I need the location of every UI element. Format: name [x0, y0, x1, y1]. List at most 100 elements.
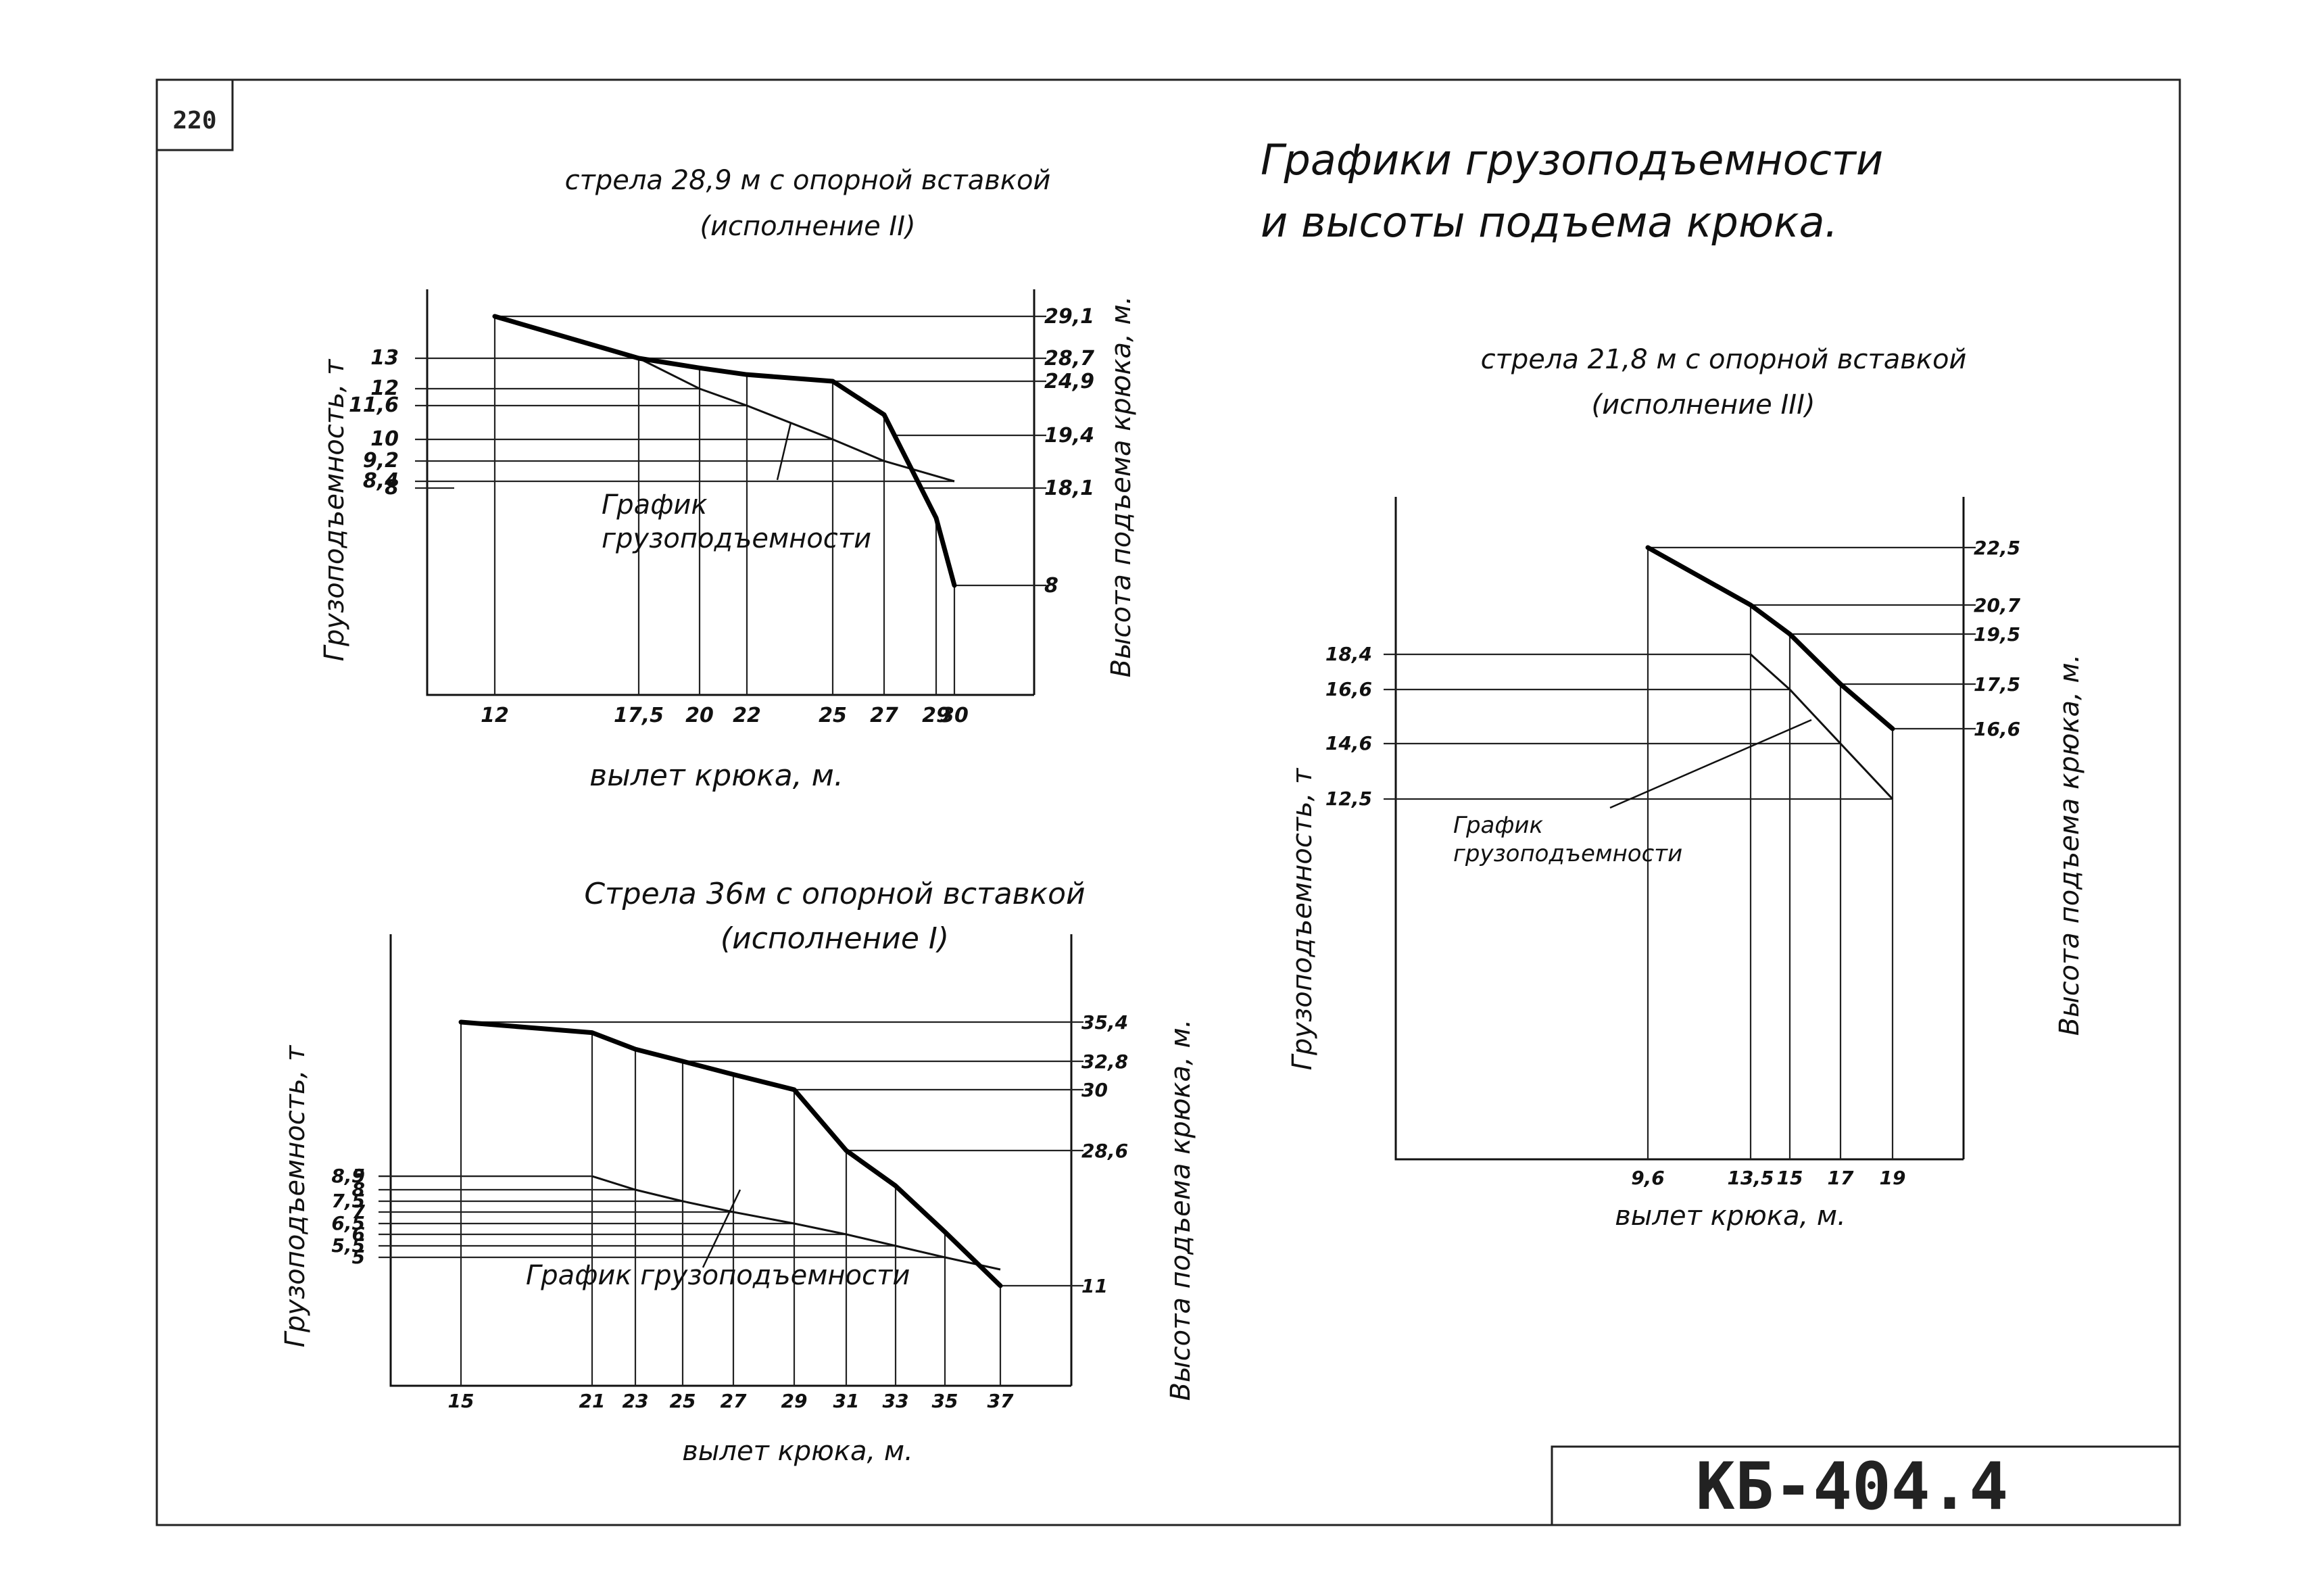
- right-tick-label: 35,4: [1081, 1011, 1128, 1034]
- left-tick-label: 5,5: [331, 1234, 365, 1257]
- right-tick-label: 20,7: [1974, 594, 2021, 616]
- capacity-curve: [638, 357, 955, 483]
- right-tick-label: 16,6: [1974, 718, 2020, 740]
- y-right-axis-label: Высота подъема крюка, м.: [2054, 654, 2085, 1036]
- x-tick-label: 29: [922, 704, 950, 727]
- right-tick-label: 18,1: [1044, 477, 1094, 500]
- x-tick-label: 17: [1828, 1167, 1854, 1189]
- y-left-axis-label: Грузоподъемность, т: [319, 358, 350, 661]
- right-tick-label: 19,4: [1044, 424, 1094, 448]
- capacity-curve: [1749, 653, 1894, 800]
- chart-annotation: грузоподъемности: [1453, 840, 1682, 867]
- height-curve: [492, 314, 957, 588]
- x-tick-label: 37: [988, 1390, 1014, 1412]
- chart-title: стрела 21,8 м с опорной вставкой: [1481, 344, 1967, 375]
- stamp-text: КБ-404.4: [1696, 1449, 2008, 1524]
- x-tick-label: 29: [781, 1390, 808, 1412]
- left-tick-label: 12: [370, 377, 399, 400]
- chart-annotation: График: [1453, 812, 1544, 839]
- annotation-leader: [1609, 719, 1812, 809]
- chart-subtitle: (исполнение III): [1591, 389, 1815, 420]
- right-tick-label: 29,1: [1044, 305, 1094, 329]
- left-tick-label: 8: [385, 476, 399, 500]
- left-tick-label: 8: [352, 1178, 365, 1201]
- x-tick-label: 21: [579, 1390, 606, 1412]
- x-axis-label: вылет крюка, м.: [589, 758, 844, 793]
- chart-subtitle: (исполнение I): [721, 921, 949, 956]
- x-tick-label: 17,5: [614, 704, 664, 727]
- x-axis-label: вылет крюка, м.: [682, 1436, 913, 1467]
- x-tick-label: 22: [733, 704, 761, 727]
- right-tick-label: 28,7: [1044, 347, 1094, 370]
- right-tick-label: 30: [1081, 1079, 1108, 1101]
- right-tick-label: 11: [1081, 1275, 1108, 1297]
- left-tick-label: 9,2: [363, 449, 399, 473]
- x-tick-label: 35: [932, 1390, 958, 1412]
- left-tick-label: 13: [370, 346, 399, 370]
- left-tick-label: 14,6: [1325, 732, 1372, 754]
- annotation-leader: [776, 422, 792, 481]
- chart-annotation: График грузоподъемности: [526, 1260, 910, 1291]
- page-number: 220: [172, 107, 216, 135]
- x-tick-label: 33: [883, 1390, 909, 1412]
- x-tick-label: 19: [1880, 1167, 1906, 1189]
- left-tick-label: 10: [370, 427, 399, 451]
- chart-boom-28-9: стрела 28,9 м с опорной вставкой (исполн…: [319, 165, 1137, 793]
- x-tick-label: 15: [1777, 1167, 1803, 1189]
- main-title-line-2: и высоты подъема крюка.: [1261, 197, 1838, 247]
- x-tick-label: 15: [448, 1390, 474, 1412]
- right-tick-label: 28,6: [1081, 1140, 1128, 1162]
- height-curve: [1645, 545, 1895, 731]
- main-title-line-1: Графики грузоподъемности: [1261, 135, 1883, 185]
- right-tick-label: 24,9: [1044, 370, 1094, 393]
- left-tick-label: 7,5: [331, 1190, 365, 1212]
- x-tick-label: 27: [721, 1390, 747, 1412]
- y-left-axis-label: Грузоподъемность, т: [1287, 767, 1318, 1070]
- right-tick-label: 22,5: [1974, 537, 2020, 559]
- height-curve: [458, 1019, 1003, 1288]
- sheet-frame: [155, 78, 2181, 1526]
- chart-title: Стрела 36м с опорной вставкой: [584, 877, 1085, 911]
- y-left-axis-label: Грузоподъемность, т: [280, 1044, 311, 1347]
- right-tick-label: 17,5: [1974, 673, 2020, 696]
- x-tick-label: 25: [819, 704, 847, 727]
- right-tick-label: 8: [1044, 574, 1058, 598]
- axes-left-bottom: [1394, 497, 1964, 1161]
- axes-left-bottom: [389, 934, 1071, 1387]
- x-tick-label: 23: [623, 1390, 649, 1412]
- x-tick-label: 12: [481, 704, 509, 727]
- left-tick-label: 5: [352, 1246, 365, 1268]
- chart-title: стрела 28,9 м с опорной вставкой: [565, 165, 1051, 196]
- y-right-axis-label: Высота подъема крюка, м.: [1165, 1019, 1196, 1401]
- x-tick-label: 20: [685, 704, 714, 727]
- left-tick-label: 12,5: [1325, 788, 1372, 810]
- x-tick-label: 25: [670, 1390, 696, 1412]
- x-axis-label: вылет крюка, м.: [1615, 1201, 1846, 1232]
- left-tick-label: 11,6: [349, 393, 399, 417]
- annotation-leader: [702, 1189, 741, 1268]
- x-tick-label: 27: [870, 704, 898, 727]
- x-tick-label: 9,6: [1631, 1167, 1665, 1189]
- stamp-frame: [1551, 1445, 2180, 1525]
- chart-boom-21-8: стрела 21,8 м с опорной вставкой (исполн…: [1287, 344, 2085, 1232]
- left-tick-label: 9: [352, 1165, 365, 1187]
- right-tick-label: 19,5: [1974, 623, 2020, 646]
- chart-annotation: грузоподъемности: [602, 523, 871, 554]
- left-tick-label: 6,5: [331, 1212, 365, 1234]
- chart-annotation: График: [602, 489, 708, 521]
- axes-left-bottom: [426, 289, 1034, 696]
- chart-subtitle: (исполнение II): [700, 211, 915, 242]
- left-tick-label: 6: [352, 1223, 365, 1245]
- left-tick-label: 8,4: [363, 469, 399, 493]
- right-tick-label: 32,8: [1081, 1050, 1128, 1073]
- y-right-axis-label: Высота подъема крюка, м.: [1106, 296, 1137, 678]
- capacity-curve: [591, 1175, 1001, 1271]
- page-number-box: [155, 78, 234, 151]
- left-tick-label: 18,4: [1325, 643, 1372, 665]
- x-tick-label: 30: [940, 704, 969, 727]
- x-tick-label: 31: [833, 1390, 860, 1412]
- left-tick-label: 16,6: [1325, 678, 1372, 700]
